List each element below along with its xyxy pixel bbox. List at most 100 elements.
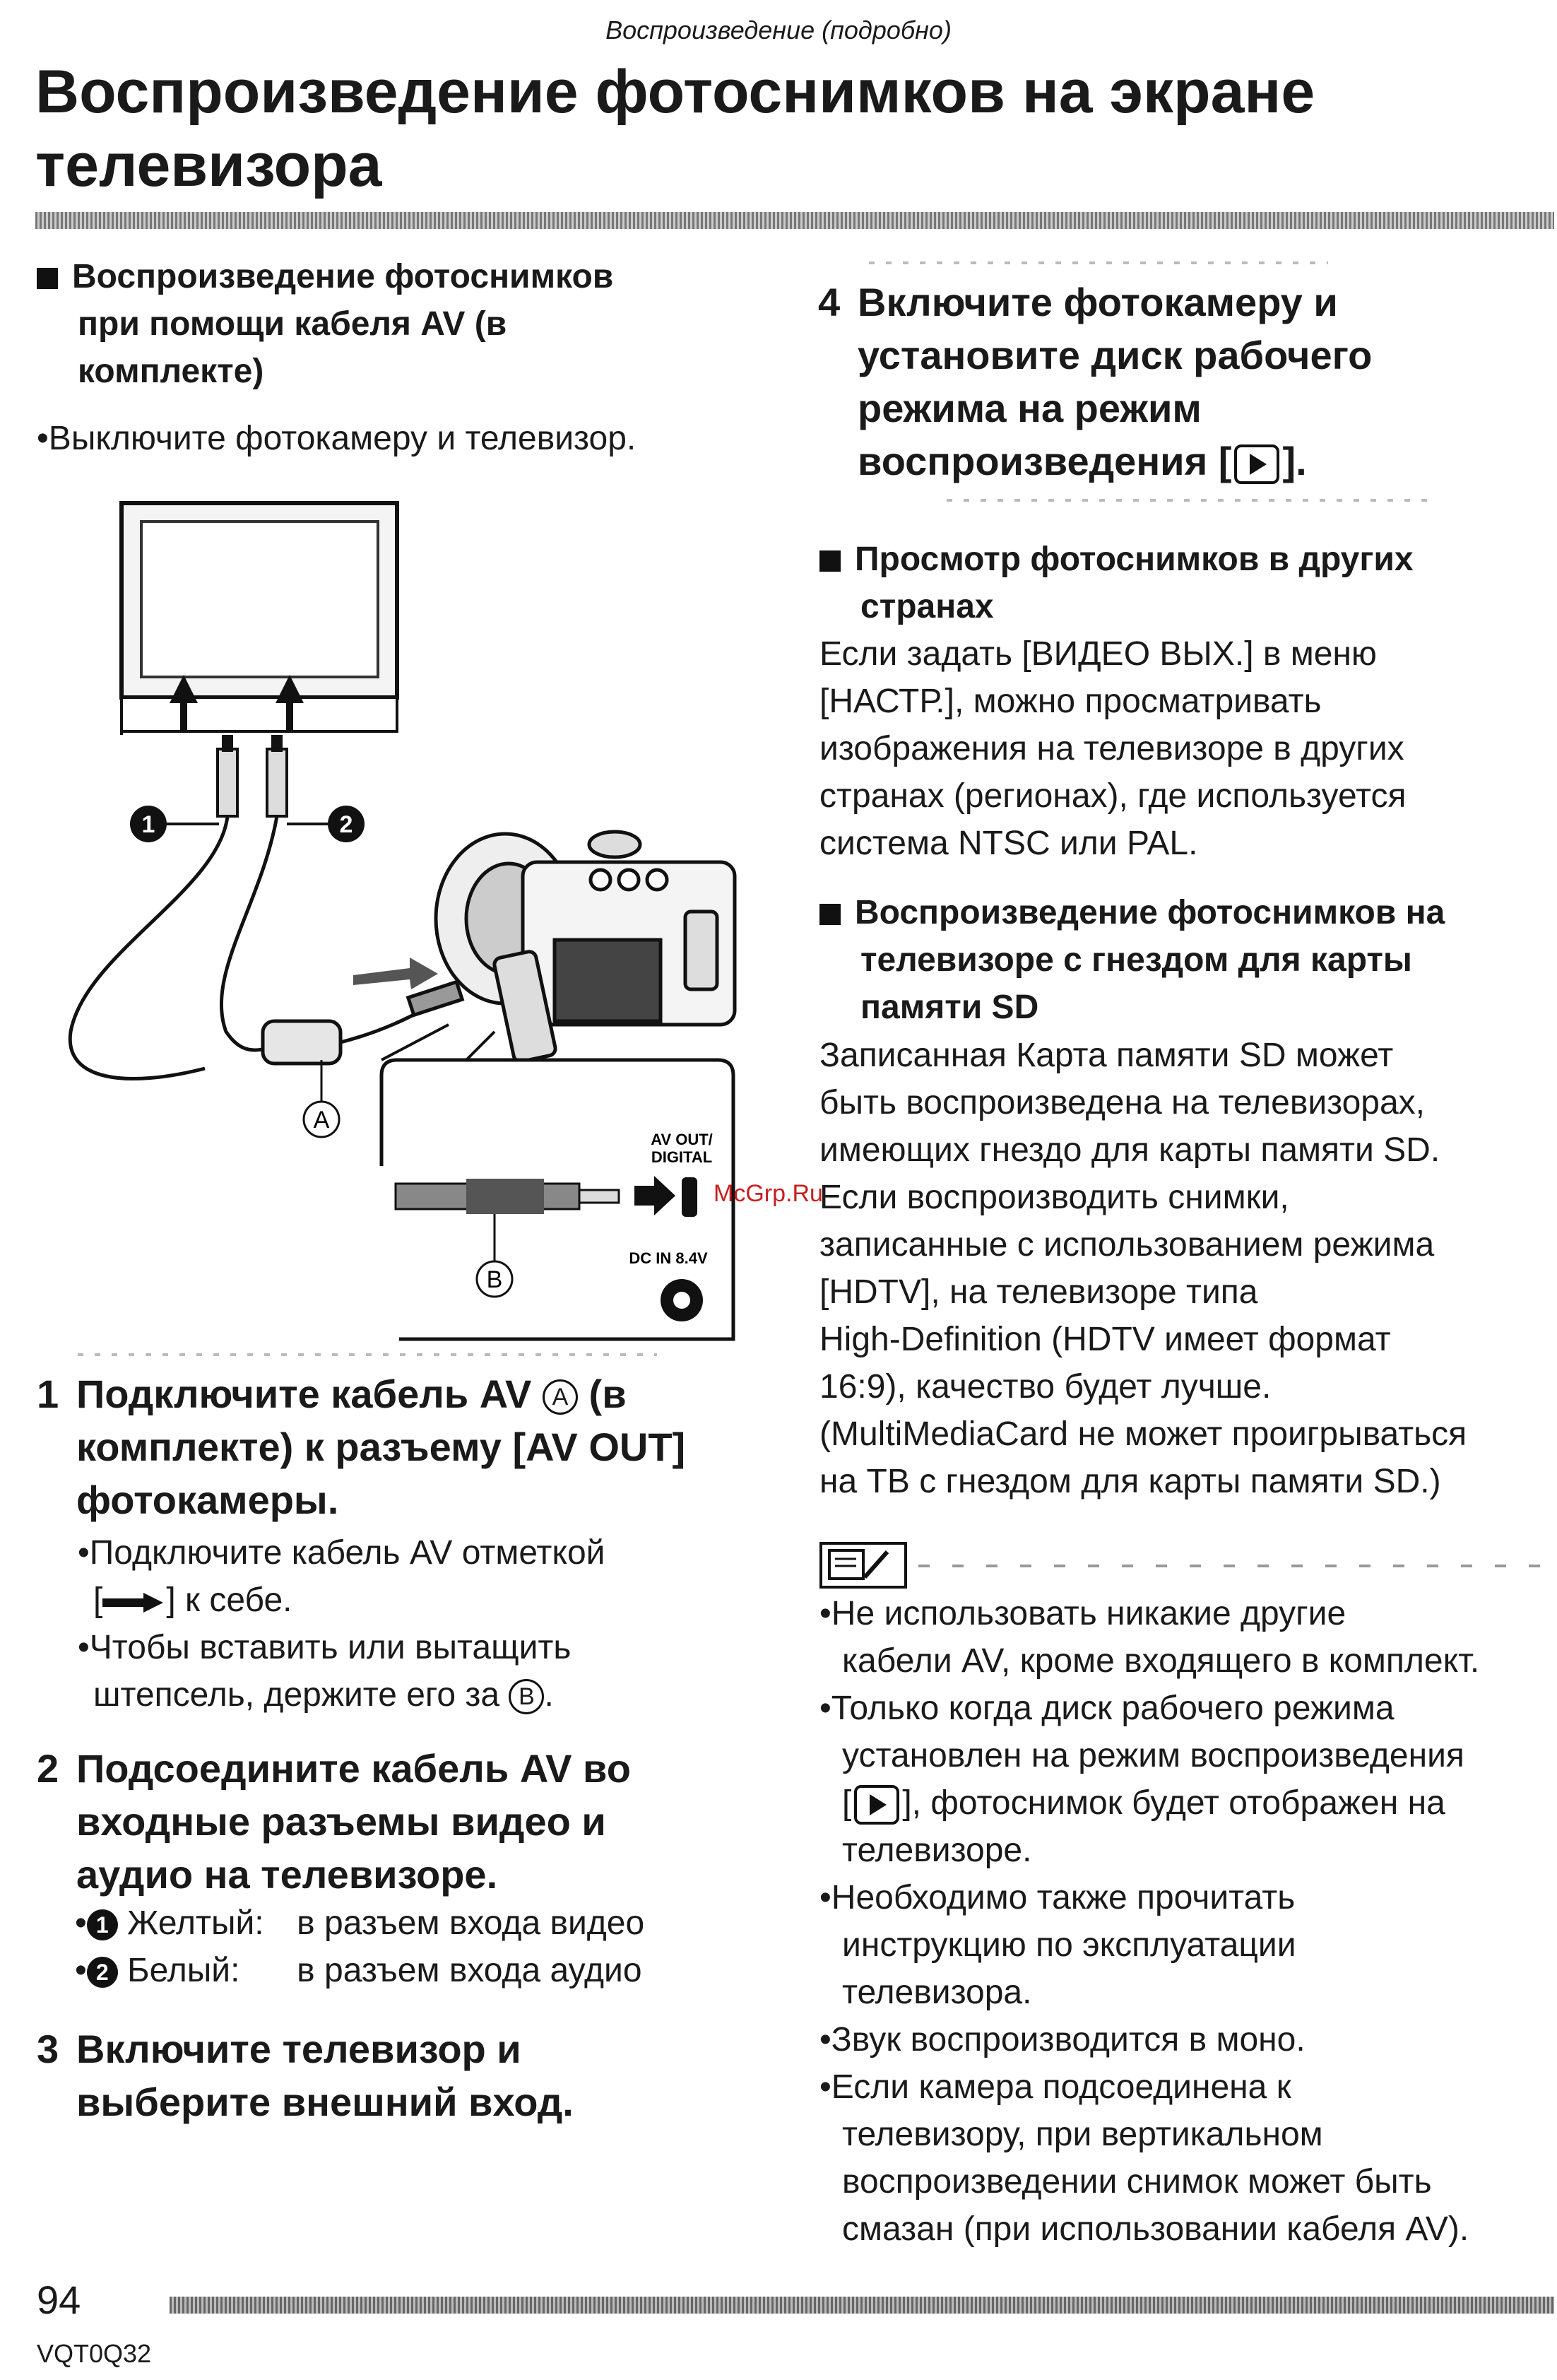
step-1-bullets: •Подключите кабель AV отметкой [] к себе…: [78, 1529, 798, 1719]
step-4-number: 4: [818, 280, 841, 324]
other-countries-heading-line-1: Просмотр фотоснимков в других: [855, 541, 1414, 578]
section-tag: Воспроизведение (подробно): [605, 16, 952, 45]
av-cable: [68, 815, 465, 1080]
square-bullet-icon: [819, 904, 841, 925]
text-line: 16:9), качество будет лучше.: [819, 1368, 1272, 1406]
square-bullet-icon: [819, 550, 841, 572]
text-line: записанные с использованием режима: [819, 1226, 1435, 1263]
cable-mark-arrow-icon: [102, 1593, 166, 1613]
separator: [78, 1353, 657, 1356]
title-rule: [35, 212, 1554, 229]
av-cable-heading-line-1: Воспроизведение фотоснимков: [72, 258, 614, 295]
callout-b-icon: B: [509, 1679, 545, 1715]
callout-2-icon: 2: [86, 1957, 118, 1989]
separator: [869, 261, 1328, 264]
white-label: Белый:: [127, 1952, 240, 1989]
text-line: High-Definition (HDTV имеет формат: [819, 1321, 1391, 1358]
separator: [947, 499, 1427, 502]
svg-text:1: 1: [142, 811, 155, 838]
step-2-line-3: аудио на телевизоре.: [76, 1852, 498, 1897]
step-3-line-2: выберите внешний вход.: [76, 2080, 574, 2124]
note-line: ], фотоснимок будет отображен на: [902, 1784, 1445, 1822]
note-line: установлен на режим воспроизведения: [842, 1737, 1464, 1774]
page-title: Воспроизведение фотоснимков на экране те…: [35, 55, 1519, 202]
callout-b: B: [487, 1266, 503, 1293]
step-1-bullet-1-line-1: •Подключите кабель AV отметкой: [78, 1534, 605, 1572]
white-text: в разъем входа аудио: [297, 1952, 642, 1989]
page-title-line-1: Воспроизведение фотоснимков на экране: [35, 58, 1315, 126]
note-line: телевизора.: [842, 1974, 1032, 2011]
square-bullet-icon: [37, 268, 58, 289]
connector-inset: AV OUT/ DIGITAL DC IN 8.4V B: [379, 1023, 735, 1341]
note-line: воспроизведении снимок может быть: [842, 2163, 1432, 2201]
sd-card-heading: Воспроизведение фотоснимков на телевизор…: [819, 889, 1554, 1031]
sd-card-text: Записанная Карта памяти SD может быть во…: [819, 1032, 1554, 1505]
text-line: Записанная Карта памяти SD может: [819, 1037, 1394, 1074]
text-line: [НАСТР.], можно просматривать: [819, 683, 1322, 720]
playback-mode-icon: [1234, 444, 1280, 485]
text-line: Если задать [ВИДЕО ВЫХ.] в меню: [819, 635, 1377, 673]
connection-illustration: 1 2 A AV OUT/ DIGITAL: [68, 501, 737, 1341]
step-1-line-1: Подключите кабель AV: [76, 1372, 532, 1416]
direction-arrow-icon: [353, 958, 438, 989]
bracket-close: ].: [1282, 439, 1307, 483]
step-4-line-1: Включите фотокамеру и: [858, 280, 1338, 324]
svg-text:A: A: [314, 1107, 330, 1133]
insert-arrow-icon: [634, 1176, 675, 1215]
text-line: на ТВ с гнездом для карты памяти SD.): [819, 1463, 1441, 1500]
step-1-number: 1: [37, 1372, 59, 1416]
callout-2: 2: [287, 806, 365, 842]
step-3-line-1: Включите телевизор и: [76, 2027, 521, 2071]
step-1-bullet-2-line-1: •Чтобы вставить или вытащить: [78, 1629, 572, 1666]
digital-label: DIGITAL: [651, 1148, 712, 1166]
notes-list: •Не использовать никакие другие кабели A…: [819, 1590, 1554, 2253]
footer-rule: [170, 2297, 1554, 2314]
note-line: •Не использовать никакие другие: [819, 1595, 1346, 1632]
text-line: быть воспроизведена на телевизорах,: [819, 1084, 1426, 1121]
dc-in-label: DC IN 8.4V: [629, 1249, 708, 1267]
page-number: 94: [37, 2278, 81, 2322]
text-line: (MultiMediaCard не может проигрываться: [819, 1415, 1467, 1453]
other-countries-heading: Просмотр фотоснимков в других странах: [819, 536, 1554, 630]
step-1-line-1b: (в: [588, 1372, 627, 1416]
callout-1: 1: [130, 806, 219, 842]
svg-text:2: 2: [340, 811, 353, 838]
watermark: McGrp.Ru: [714, 1180, 823, 1207]
other-countries-text: Если задать [ВИДЕО ВЫХ.] в меню [НАСТР.]…: [819, 630, 1554, 867]
step-2-line-2: входные разъемы видео и: [76, 1799, 606, 1844]
document-code: VQT0Q32: [37, 2339, 152, 2368]
bracket-open: [: [842, 1784, 852, 1822]
note-line: •Звук воспроизводится в моно.: [819, 2021, 1306, 2058]
note-line: •Если камера подсоединена к: [819, 2068, 1291, 2106]
step-4-line-4: воспроизведения [: [858, 439, 1232, 483]
note-line: инструкцию по эксплуатации: [842, 1926, 1296, 1964]
note-rule: [918, 1565, 1554, 1567]
step-1-line-3: фотокамеры.: [76, 1478, 339, 1522]
step-4: 4 Включите фотокамеру и установите диск р…: [818, 276, 1553, 488]
note-line: •Только когда диск рабочего режима: [819, 1690, 1395, 1727]
bracket-open: [: [93, 1581, 103, 1619]
step-2-bullets: •1 Желтый:в разъем входа видео •2 Белый:…: [75, 1899, 795, 1994]
av-cable-heading-line-3: комплекте): [78, 353, 264, 390]
note-line: телевизору, при вертикальном: [842, 2116, 1323, 2153]
step-1-line-2: комплекте) к разъему [AV OUT]: [76, 1425, 686, 1469]
av-out-label: AV OUT/: [651, 1131, 713, 1148]
yellow-label: Желтый:: [127, 1904, 264, 1942]
text-line: имеющих гнездо для карты памяти SD.: [819, 1131, 1440, 1169]
step-2-line-1: Подсоедините кабель AV во: [76, 1746, 631, 1791]
rca-plugs: [216, 735, 288, 818]
text-line: изображения на телевизоре в других: [819, 730, 1404, 767]
step-4-line-3: режима на режим: [858, 386, 1202, 430]
note-line: кабели AV, кроме входящего в комплект.: [842, 1642, 1480, 1680]
sd-card-heading-line-3: памяти SD: [860, 989, 1039, 1026]
text-line: странах (регионах), где используется: [819, 777, 1407, 815]
playback-mode-icon: [854, 1785, 900, 1825]
callout-1-icon: 1: [86, 1909, 118, 1941]
callout-a: A: [302, 1100, 341, 1138]
note-line: •Необходимо также прочитать: [819, 1879, 1296, 1916]
step-4-line-2: установите диск рабочего: [858, 333, 1373, 377]
text-line: [HDTV], на телевизоре типа: [819, 1273, 1258, 1311]
sd-card-heading-line-2: телевизоре с гнездом для карты: [860, 941, 1412, 979]
